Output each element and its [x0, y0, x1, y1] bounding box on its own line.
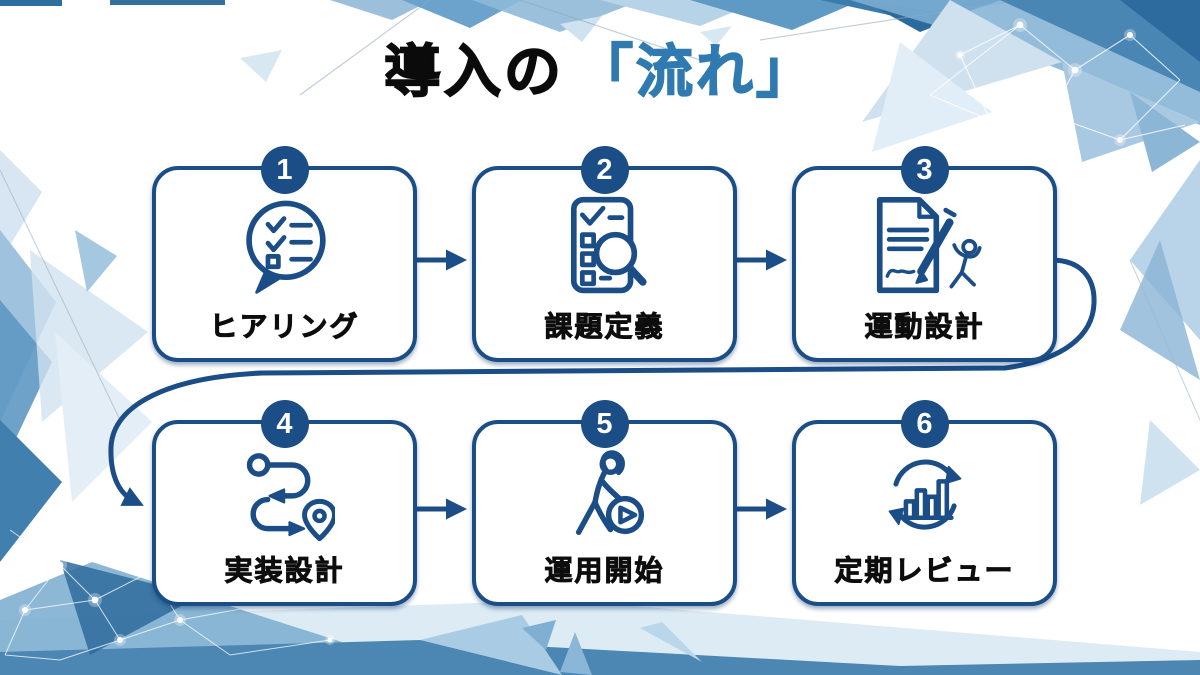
step-label: 運動設計 [864, 311, 985, 343]
checklist-magnifier-icon [476, 190, 733, 302]
route-map-pin-icon [156, 444, 413, 546]
step-label: 定期レビュー [834, 555, 1015, 587]
step-number-badge: 2 [580, 146, 629, 194]
title-prefix: 導入の [383, 39, 564, 105]
step-label: 運用開始 [544, 555, 665, 587]
step-number-badge: 4 [260, 400, 309, 448]
step-number-badge: 6 [900, 400, 949, 448]
step-box-5: 5 運用開始 [472, 400, 737, 606]
step-label: ヒアリング [209, 311, 360, 343]
step-box-4: 4 実装設計 [152, 400, 417, 606]
title-highlight: 「流れ」 [575, 39, 816, 105]
step-label: 実装設計 [224, 555, 345, 587]
stretching-person-play-icon [476, 444, 733, 546]
step-number-badge: 5 [580, 400, 629, 448]
step-number-badge: 1 [260, 146, 309, 194]
connector-step3-step4 [108, 257, 1097, 506]
step-number-badge: 3 [900, 146, 949, 194]
speech-bubble-checklist-icon [156, 190, 413, 302]
step-box-1: 1 ヒアリング [152, 146, 417, 362]
step-label: 課題定義 [544, 311, 665, 343]
step-box-6: 6 定期レビュー [792, 400, 1057, 606]
step-box-3: 3 運動設計 [792, 146, 1057, 362]
bar-chart-cycle-icon [796, 444, 1053, 546]
document-pen-stretch-icon [796, 190, 1053, 302]
step-box-2: 2 課題定義 [472, 146, 737, 362]
page-title: 導入の「流れ」 [0, 26, 1200, 108]
